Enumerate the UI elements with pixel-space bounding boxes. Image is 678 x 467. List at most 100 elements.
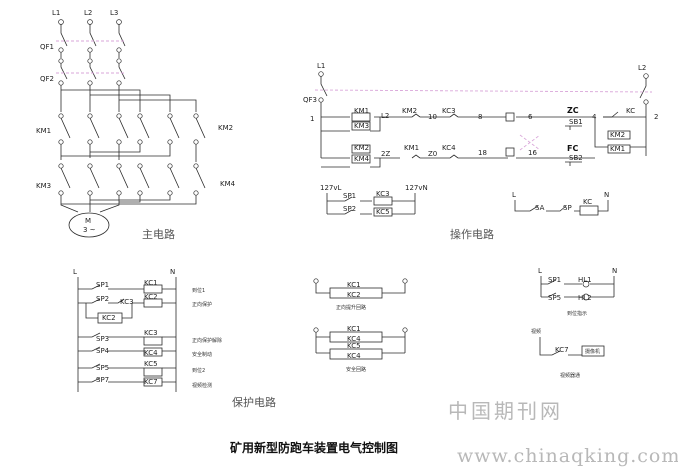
row2-km4: KM4 bbox=[354, 155, 370, 163]
operation-circuit: L1 L2 QF3 1 2 KM1 KM3 L2 KM2 10 KC3 8 6 … bbox=[303, 62, 658, 241]
prot-row-note-0: 到位1 bbox=[192, 287, 205, 294]
breaker-label-qf2: QF2 bbox=[40, 75, 54, 83]
row1-km2-right: KM2 bbox=[610, 131, 625, 139]
lamp-row-lamp-0: HL1 bbox=[578, 276, 592, 284]
lamp-row-sw-0: SP1 bbox=[548, 276, 561, 284]
prot-row-sw-2: KC3 bbox=[120, 298, 134, 306]
prot-row-sw-5: SP4 bbox=[96, 347, 110, 355]
prot-row-sw-4: SP3 bbox=[96, 335, 109, 343]
contactor-label-km1: KM1 bbox=[36, 127, 51, 135]
node-16: 16 bbox=[528, 149, 537, 157]
watermark-url: www.chinaqking.com bbox=[457, 445, 678, 467]
prot-row-sw-7: SP7 bbox=[96, 376, 109, 384]
prot-phase-l: L bbox=[73, 268, 77, 276]
row2-km1: KM1 bbox=[404, 144, 419, 152]
prot-row-coil-7: KC7 bbox=[144, 378, 158, 386]
main-circuit-title: 主电路 bbox=[142, 228, 175, 241]
prot-row-note-6: 到位2 bbox=[192, 367, 205, 374]
mid-coil-1: KC2 bbox=[347, 291, 361, 299]
mid-coil-3: KC4 bbox=[347, 335, 361, 343]
watermark-chinese: 中国期刊网 bbox=[448, 399, 563, 423]
supply-127vn: 127vN bbox=[405, 184, 428, 192]
sa-label: SA bbox=[535, 204, 545, 212]
sa-phase-l: L bbox=[512, 191, 516, 199]
protection-circuit: L N SP1 KC1 到位1 SP2 KC2 KC3 正向保护 KC2 SP3… bbox=[73, 268, 276, 409]
figure-caption: 矿用新型防跑车装置电气控制图 bbox=[230, 440, 398, 455]
motor-phase-label: 3 ~ bbox=[83, 226, 96, 234]
op-phase-l1: L1 bbox=[317, 62, 325, 70]
lamp-phase-l: L bbox=[538, 267, 542, 275]
contactor-label-km2: KM2 bbox=[218, 124, 233, 132]
prot-row-sw-1: SP2 bbox=[96, 295, 109, 303]
mid-note-0: 正向提升回路 bbox=[336, 304, 366, 311]
prot-row-coil-6: KC5 bbox=[144, 360, 158, 368]
node-8: 8 bbox=[478, 113, 482, 121]
row2-kc4: KC4 bbox=[442, 144, 456, 152]
breaker-label-qf3: QF3 bbox=[303, 96, 317, 104]
node-6: 6 bbox=[528, 113, 533, 121]
aux-sp2: SP2 bbox=[343, 205, 356, 213]
operation-circuit-title: 操作电路 bbox=[450, 227, 494, 241]
sp-label: SP bbox=[563, 204, 572, 212]
node-2: 2 bbox=[654, 113, 658, 121]
prot-row-note-7: 视频检测 bbox=[192, 382, 212, 389]
phase-label-l1: L1 bbox=[52, 9, 60, 17]
prot-row-note-4: 正向保护解除 bbox=[192, 337, 222, 344]
aux-kc3: KC3 bbox=[376, 190, 390, 198]
fc-label: FC bbox=[567, 144, 578, 153]
lamp-row-lamp-1: HL2 bbox=[578, 294, 592, 302]
main-circuit: L1 L2 L3 QF1 QF2 KM1 KM2 bbox=[36, 9, 236, 241]
video-label-2: 摄像机 bbox=[585, 348, 600, 355]
row2-km1-right: KM1 bbox=[610, 145, 625, 153]
sb2-label: SB2 bbox=[569, 154, 583, 162]
protection-circuit-title: 保护电路 bbox=[232, 395, 276, 409]
row1-km2: KM2 bbox=[402, 107, 417, 115]
coil-circuits: KC1 KC2 正向提升回路 KC1 KC4 KC5 KC4 安全回路 bbox=[313, 278, 408, 373]
prot-row-coil-1: KC2 bbox=[144, 293, 158, 301]
phase-label-l3: L3 bbox=[110, 9, 118, 17]
aux-kc5: KC5 bbox=[376, 208, 390, 216]
node-18: 18 bbox=[478, 149, 487, 157]
row2-2z: 2Z bbox=[381, 150, 390, 158]
prot-phase-n: N bbox=[170, 268, 175, 276]
mid-coil-4: KC5 bbox=[347, 342, 361, 350]
prot-row-coil-0: KC1 bbox=[144, 279, 158, 287]
zc-label: ZC bbox=[567, 106, 579, 115]
lamp-phase-n: N bbox=[612, 267, 617, 275]
mid-coil-0: KC1 bbox=[347, 281, 361, 289]
video-label-3: 视频器通 bbox=[560, 372, 580, 379]
op-phase-l2: L2 bbox=[638, 64, 646, 72]
mid-coil-2: KC1 bbox=[347, 325, 361, 333]
prot-row-sw-3: KC2 bbox=[102, 314, 116, 322]
phase-label-l2: L2 bbox=[84, 9, 92, 17]
row1-kc: KC bbox=[626, 107, 635, 115]
sa-phase-n: N bbox=[604, 191, 609, 199]
prot-row-coil-5: KC4 bbox=[144, 349, 158, 357]
row1-km3: KM3 bbox=[354, 122, 369, 130]
prot-row-sw-6: SP5 bbox=[96, 364, 109, 372]
prot-row-note-1: 正向保护 bbox=[192, 301, 212, 308]
node-4: 4 bbox=[592, 113, 597, 121]
video-label-0: 视频 bbox=[531, 328, 541, 335]
prot-row-coil-4: KC3 bbox=[144, 329, 158, 337]
motor-symbol bbox=[68, 212, 110, 238]
prot-row-note-5: 安全制动 bbox=[192, 351, 212, 358]
lamp-circuit: L N SP1 HL1 SP5 HL2 到位指示 视频 KC7 摄像机 视频器通 bbox=[531, 267, 617, 379]
breaker-label-qf1: QF1 bbox=[40, 43, 54, 51]
mid-coil-5: KC4 bbox=[347, 352, 361, 360]
sb1-label: SB1 bbox=[569, 118, 583, 126]
contactor-label-km4: KM4 bbox=[220, 180, 236, 188]
node-1: 1 bbox=[310, 115, 314, 123]
motor-label: M bbox=[85, 217, 91, 225]
node-10: 10 bbox=[428, 113, 437, 121]
video-label-1: KC7 bbox=[555, 346, 569, 354]
supply-127vl: 127vL bbox=[320, 184, 342, 192]
kc-label: KC bbox=[583, 198, 592, 206]
row2-z0: Z0 bbox=[428, 150, 437, 158]
prot-row-sw-0: SP1 bbox=[96, 281, 109, 289]
lamp-row-sw-1: SP5 bbox=[548, 294, 561, 302]
row1-km1: KM1 bbox=[354, 107, 369, 115]
contactor-label-km3: KM3 bbox=[36, 182, 51, 190]
row1-l2: L2 bbox=[381, 112, 389, 120]
